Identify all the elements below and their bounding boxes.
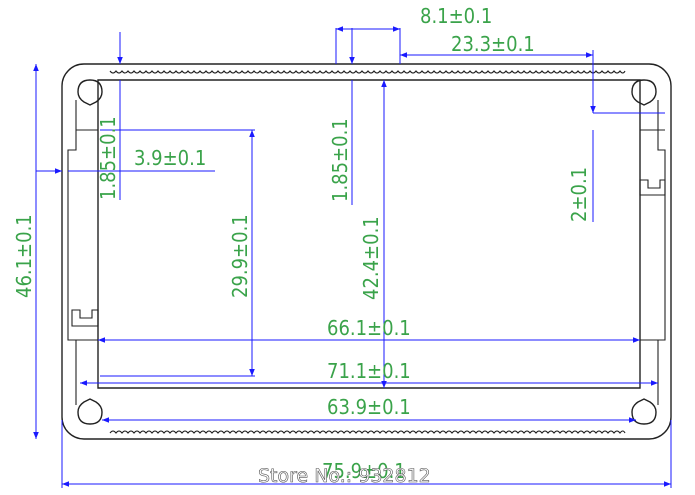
dim-label-75-9: 75.9±0.1 [322, 459, 406, 483]
pcb-slot-right [639, 179, 666, 196]
dim-label-1-85-mid: 1.85±0.1 [328, 118, 352, 202]
dim-label-71-1: 71.1±0.1 [327, 359, 411, 383]
right-wall [657, 100, 666, 405]
screw-boss-top-left [77, 79, 103, 106]
dimension-lines [33, 26, 672, 488]
dim-label-42-4: 42.4±0.1 [359, 216, 383, 300]
dim-label-29-9: 29.9±0.1 [228, 214, 252, 298]
dim-label-8-1: 8.1±0.1 [420, 4, 492, 28]
dimension-labels: 8.1±0.1 23.3±0.1 1.85±0.1 3.9±0.1 1.85±0… [12, 4, 591, 483]
inner-cavity [97, 79, 641, 389]
left-wall [67, 100, 77, 405]
dim-label-63-9: 63.9±0.1 [327, 395, 411, 419]
dim-label-23-3: 23.3±0.1 [451, 32, 535, 56]
screw-boss-bottom-right [631, 398, 657, 425]
screw-boss-top-right [631, 79, 657, 106]
pcb-slot-left [71, 309, 99, 327]
enclosure-profile [61, 63, 672, 440]
dim-label-46-1: 46.1±0.1 [12, 214, 36, 298]
top-rib-edge [109, 70, 626, 74]
dim-label-66-1: 66.1±0.1 [327, 316, 411, 340]
right-wall-steps [640, 129, 665, 341]
screw-boss-bottom-left [77, 398, 103, 425]
bottom-rib-edge [109, 430, 626, 434]
left-wall-steps [76, 129, 98, 341]
dim-label-3-9: 3.9±0.1 [134, 146, 206, 170]
store-watermark: Store No.: 932812 [258, 465, 431, 487]
outer-outline [61, 63, 672, 440]
dim-label-2: 2±0.1 [567, 167, 591, 222]
dim-label-1-85-left: 1.85±0.1 [96, 116, 120, 200]
